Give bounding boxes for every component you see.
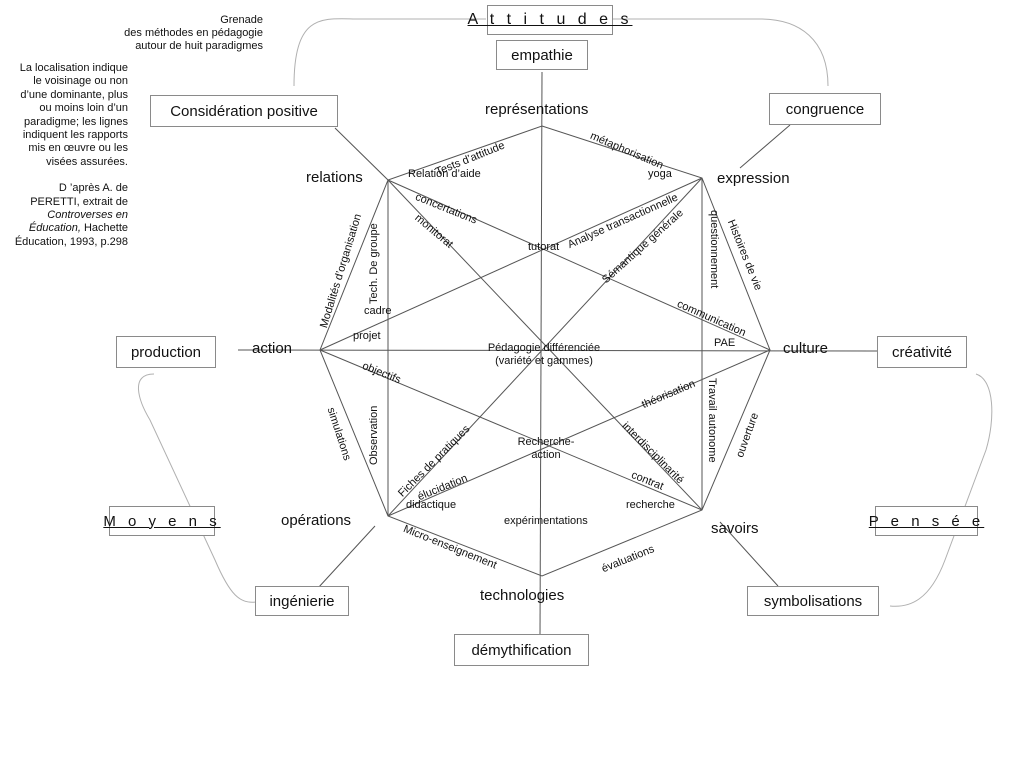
paradigm-culture: culture	[783, 340, 829, 357]
label-experimentations: expérimentations	[504, 515, 588, 527]
box-moyens: M o y e n s	[103, 506, 217, 536]
label-cadre: cadre	[364, 305, 392, 317]
bracket-pensee	[889, 373, 993, 607]
box-creativite: créativité	[877, 336, 967, 368]
note-text: La localisation indique le voisinage ou …	[19, 62, 128, 168]
paradigm-action: action	[252, 340, 293, 357]
side-note: La localisation indique le voisinage ou …	[10, 62, 128, 249]
note-source-book: Controverses en Éducation,	[28, 209, 128, 235]
octagon-outline	[319, 125, 771, 577]
line-ingenierie-operations	[317, 525, 376, 589]
recherche-action-line-1: Recherche-	[517, 436, 575, 448]
label-relation-aide: Relation d’aide	[408, 168, 481, 180]
box-pensee: P e n s é e	[869, 506, 980, 536]
line-action-savoirs	[319, 349, 703, 511]
label-yoga: yoga	[648, 168, 672, 180]
label-recherche-action: Recherche- action	[506, 436, 586, 462]
line-relations-culture	[387, 179, 771, 351]
pedagogie-line-2: (variété et gammes)	[495, 355, 593, 367]
bracket-attitudes	[293, 18, 829, 87]
label-tutorat: tutorat	[528, 241, 560, 253]
label-travail-autonome: Travail autonome	[706, 378, 718, 463]
paradigm-representations: représentations	[485, 101, 589, 118]
bracket-moyens	[138, 373, 257, 603]
diagram-title: Grenade des méthodes en pédagogie autour…	[100, 14, 263, 53]
recherche-action-line-2: action	[531, 449, 561, 461]
box-consideration-positive: Considération positive	[150, 95, 338, 127]
line-expression-action	[319, 177, 703, 351]
box-ingenierie: ingénierie	[255, 586, 349, 616]
line-symbolisations-savoirs	[719, 521, 779, 587]
label-didactique: didactique	[406, 499, 457, 511]
line-consideration-relations	[334, 127, 389, 181]
label-observation: Observation	[368, 405, 380, 465]
label-tech-groupe: Tech. De groupe	[368, 223, 380, 304]
label-recherche: recherche	[626, 499, 675, 511]
title-line-1: Grenade	[220, 14, 263, 26]
note-source-2: Hachette Éducation, 1993, p.298	[14, 222, 128, 248]
line-horizontal-axis	[237, 349, 879, 352]
box-production: production	[116, 336, 216, 368]
paradigm-expression: expression	[717, 170, 790, 187]
label-pedagogie-differenciee: Pédagogie différenciée (variété et gamme…	[474, 342, 614, 368]
title-line-2: des méthodes en pédagogie	[124, 27, 263, 39]
line-relations-savoirs	[387, 179, 703, 511]
line-operations-culture	[387, 349, 771, 517]
title-line-3: autour de huit paradigmes	[135, 40, 263, 52]
paradigm-relations: relations	[306, 169, 363, 186]
box-empathie: empathie	[496, 40, 588, 70]
box-demythification: démythification	[454, 634, 589, 666]
line-congruence-expression	[739, 124, 791, 169]
line-vertical-axis	[539, 71, 543, 637]
box-symbolisations: symbolisations	[747, 586, 879, 616]
note-source-1: D ’après A. de PERETTI, extrait de	[30, 182, 128, 208]
paradigm-operations: opérations	[281, 512, 352, 529]
box-attitudes: A t t i t u d e s	[468, 5, 628, 35]
label-questionnement: questionnement	[708, 210, 720, 289]
paradigm-savoirs: savoirs	[711, 520, 759, 537]
pedagogie-line-1: Pédagogie différenciée	[487, 342, 601, 354]
label-pae: PAE	[714, 337, 736, 349]
box-congruence: congruence	[769, 93, 881, 125]
label-projet: projet	[353, 330, 381, 342]
line-operations-expression	[387, 177, 703, 517]
paradigm-technologies: technologies	[480, 587, 565, 604]
